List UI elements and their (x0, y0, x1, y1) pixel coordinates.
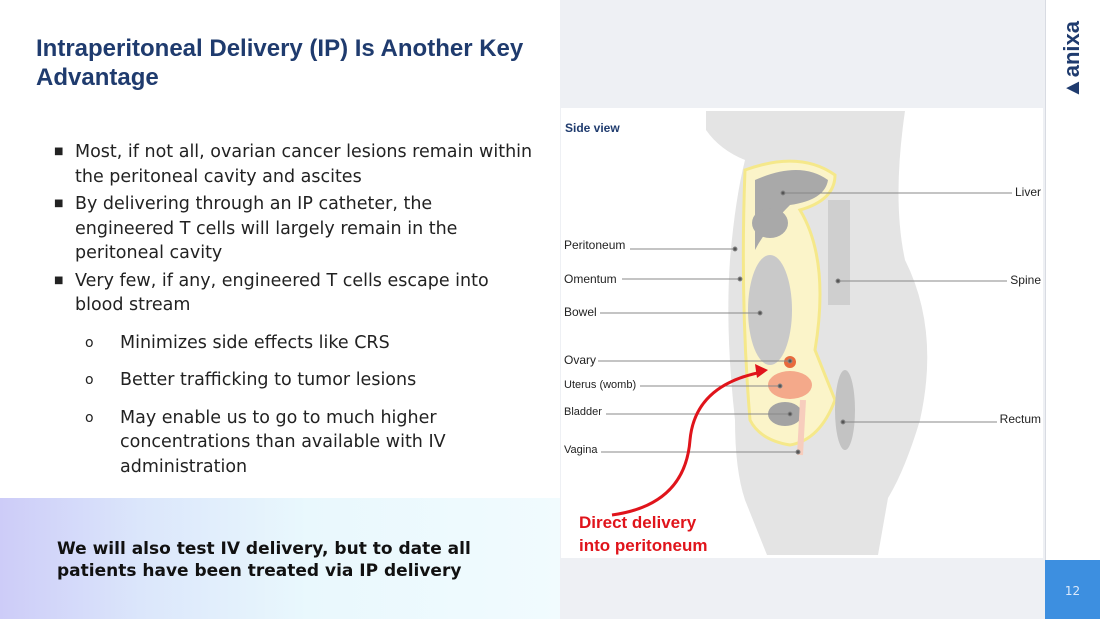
figure-heading: Side view (565, 121, 620, 135)
anatomy-diagram: Side view Peritoneum Omentum Bowel Ovary… (564, 111, 1041, 555)
anatomy-figure: Side view Peritoneum Omentum Bowel Ovary… (561, 108, 1043, 558)
bullet-list: ■ Most, if not all, ovarian cancer lesion… (54, 140, 534, 479)
rectum (835, 370, 855, 450)
liver (755, 170, 828, 250)
sub-bullet-item: o May enable us to go to much higher conc… (54, 406, 534, 480)
stomach (752, 208, 788, 238)
sub-bullet-text: Better trafficking to tumor lesions (120, 370, 417, 390)
bullet-text: Most, if not all, ovarian cancer lesions… (75, 142, 533, 187)
circle-bullet-icon: o (85, 334, 94, 351)
annotation-line-1: Direct delivery (579, 513, 697, 532)
sub-bullet-item: o Minimizes side effects like CRS (54, 331, 534, 356)
annotation-line-2: into peritoneum (579, 536, 707, 555)
bowel (748, 255, 792, 365)
bullet-item: ■ Most, if not all, ovarian cancer lesion… (54, 140, 534, 189)
anixa-logo: ▲anixa (1059, 21, 1085, 99)
square-bullet-icon: ■ (54, 198, 64, 209)
uterus (768, 371, 812, 399)
label-bladder: Bladder (564, 406, 602, 418)
label-bowel: Bowel (564, 305, 597, 319)
label-omentum: Omentum (564, 272, 617, 286)
sub-bullet-text: May enable us to go to much higher conce… (120, 407, 446, 477)
bullet-text: By delivering through an IP catheter, th… (75, 194, 458, 263)
circle-bullet-icon: o (85, 372, 94, 388)
sub-bullet-text: Minimizes side effects like CRS (120, 332, 390, 353)
logo-text: anixa (1059, 20, 1084, 78)
label-vagina: Vagina (564, 444, 598, 456)
label-uterus: Uterus (womb) (564, 379, 636, 391)
logo-triangle-icon: ▲ (1059, 77, 1084, 100)
right-strip (1045, 0, 1100, 619)
square-bullet-icon: ■ (54, 146, 64, 157)
delivery-arrow (611, 370, 763, 517)
spine (828, 200, 850, 305)
label-liver: Liver (1015, 185, 1041, 199)
slide-title: Intraperitoneal Delivery (IP) Is Another… (36, 35, 524, 91)
circle-bullet-icon: o (85, 409, 94, 426)
arrow-head-icon (755, 364, 768, 378)
callout-box: We will also test IV delivery, but to da… (0, 498, 560, 619)
page-number: 12 (1045, 560, 1100, 619)
sub-bullet-item: o Better trafficking to tumor lesions (54, 368, 534, 393)
bullet-item: ■ By delivering through an IP catheter, t… (54, 192, 534, 266)
label-ovary: Ovary (564, 353, 596, 367)
bullet-text: Very few, if any, engineered T cells esc… (75, 270, 489, 316)
label-peritoneum: Peritoneum (564, 238, 625, 252)
vagina (797, 399, 806, 456)
label-rectum: Rectum (1000, 412, 1041, 426)
callout-text: We will also test IV delivery, but to da… (57, 539, 471, 581)
bullet-item: ■ Very few, if any, engineered T cells es… (54, 269, 534, 318)
square-bullet-icon: ■ (54, 274, 64, 286)
label-spine: Spine (1010, 273, 1041, 287)
